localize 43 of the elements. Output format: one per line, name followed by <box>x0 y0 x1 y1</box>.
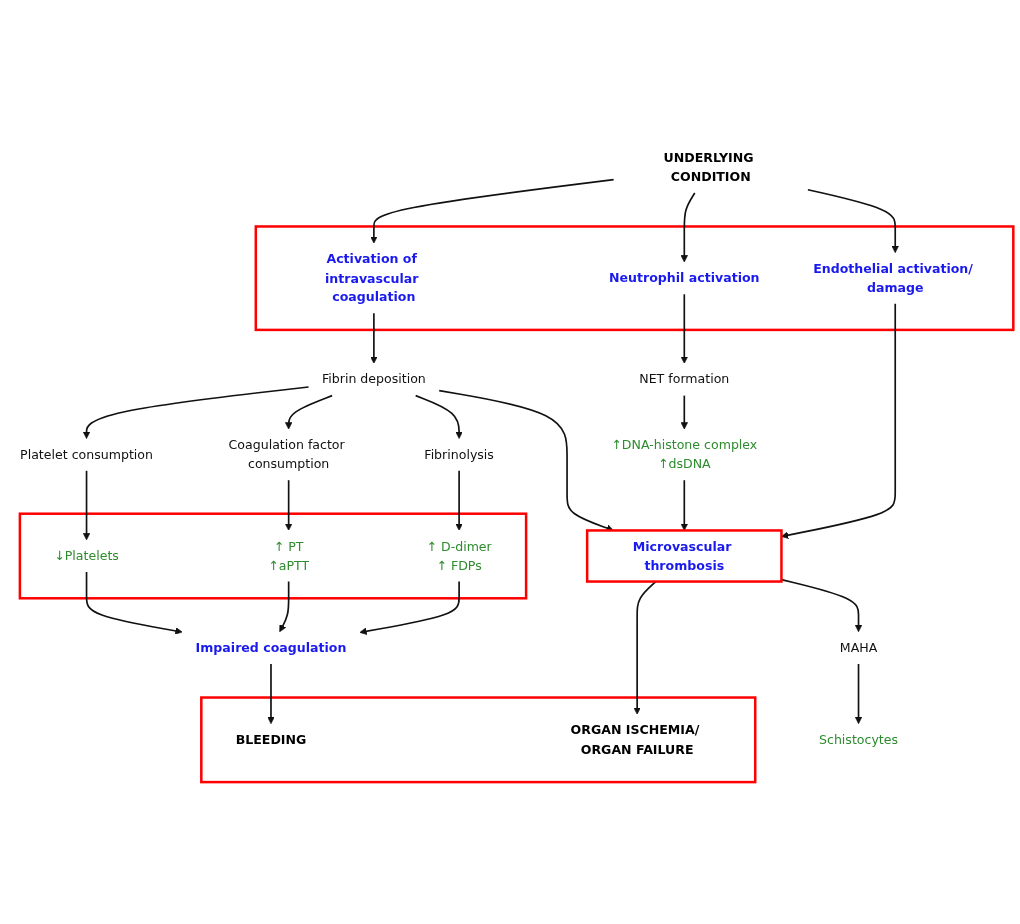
node-text: Impaired coagulation <box>195 640 347 656</box>
node-text: Activation of intravascular coagulation <box>324 251 419 305</box>
arrow <box>370 312 378 364</box>
node-text: ↓Platelets <box>54 548 119 564</box>
arrow <box>680 394 688 430</box>
arrow <box>680 192 696 263</box>
arrow <box>438 389 614 532</box>
node-text: MAHA <box>839 640 878 656</box>
node-text: Endothelial activation/ damage <box>813 261 973 295</box>
node-text: ↑ PT ↑aPTT <box>268 538 310 573</box>
arrow <box>370 178 615 244</box>
arrow <box>279 580 290 633</box>
node-box: Microvascular thrombosis <box>585 529 783 583</box>
node-text: Fibrin deposition <box>321 371 426 387</box>
cluster <box>254 225 1015 332</box>
arrow <box>781 302 897 539</box>
arrow <box>680 479 688 531</box>
node-text: ↑DNA-histone complex ↑dsDNA <box>611 437 758 472</box>
arrow <box>267 663 275 725</box>
node-text: Fibrinolysis <box>424 446 494 462</box>
arrow <box>680 293 688 364</box>
node-text: UNDERLYING CONDITION <box>663 150 754 185</box>
arrow <box>284 479 293 531</box>
arrow <box>854 663 863 725</box>
arrow <box>359 580 460 635</box>
node-text: BLEEDING <box>235 732 307 748</box>
arrow <box>455 469 463 531</box>
node-text: Schistocytes <box>819 732 899 748</box>
arrow <box>807 188 899 253</box>
cluster <box>18 512 528 600</box>
node-text: ↑ D-dimer ↑ FDPs <box>426 538 492 573</box>
arrow <box>85 571 183 635</box>
arrow <box>82 469 91 541</box>
node-text: Neutrophil activation <box>609 270 760 286</box>
arrow <box>780 578 863 633</box>
arrow <box>82 386 310 439</box>
arrow <box>284 394 333 430</box>
node-text: Platelet consumption <box>20 446 153 462</box>
node-text: Coagulation factor consumption <box>228 437 345 472</box>
node-text: ORGAN ISCHEMIA/ ORGAN FAILURE <box>570 722 700 757</box>
arrow <box>414 394 463 439</box>
node-text: NET formation <box>639 371 730 387</box>
cluster <box>200 696 757 784</box>
